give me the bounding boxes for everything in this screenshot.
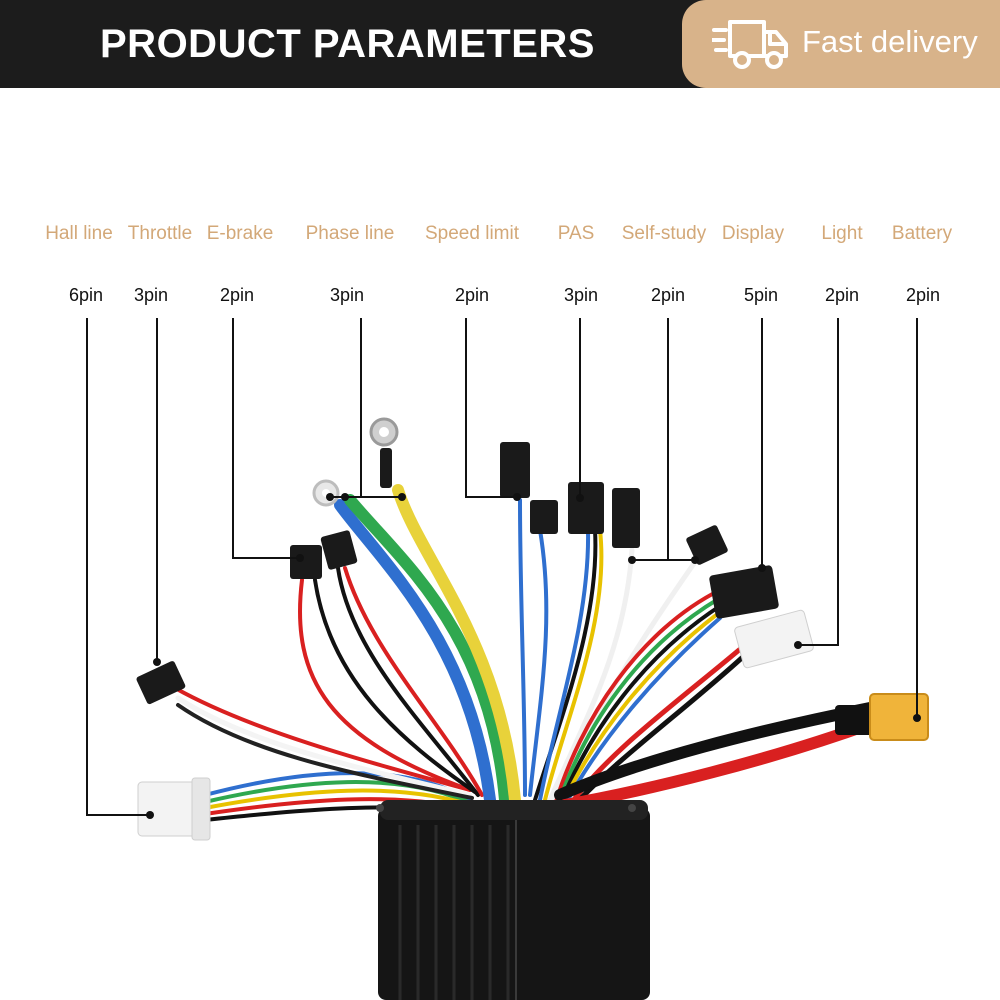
phase-line-terminals [312,417,399,507]
pin-count-e-brake: 2pin [219,285,255,305]
pin-count-battery: 2pin [905,285,941,305]
throttle-connector [136,661,186,705]
pin-count-light: 2pin [824,285,860,305]
leader-dots [146,493,921,819]
label-display: Display [721,223,785,244]
wire-bundle [173,484,876,822]
fast-delivery-text: Fast delivery [802,24,978,59]
self-study-connectors [612,488,728,565]
pin-count-throttle: 3pin [133,285,169,305]
pas-connector [568,482,604,534]
label-throttle: Throttle [127,223,193,244]
fast-delivery-badge: Fast delivery [682,0,1000,88]
pin-count-speed-limit: 2pin [454,285,490,305]
controller-body [376,800,650,1000]
battery-connector [835,693,929,741]
hall-line-connector [137,777,211,841]
label-battery: Battery [891,223,953,244]
label-light: Light [821,223,863,244]
pin-count-hall-line: 6pin [68,285,104,305]
pin-count-pas: 3pin [563,285,599,305]
label-e-brake: E-brake [206,223,274,244]
light-connector [734,609,814,669]
speed-limit-connectors [500,442,558,534]
leader-lines [86,318,918,816]
e-brake-connectors [290,530,358,579]
label-self-study: Self-study [621,223,707,244]
delivery-truck-icon [712,20,788,69]
page-title: PRODUCT PARAMETERS [100,22,595,66]
pin-count-phase-line: 3pin [329,285,365,305]
display-connector [709,565,779,619]
header-bar: PRODUCT PARAMETERS Fast delivery [0,0,1000,88]
label-hall-line: Hall line [45,223,113,244]
pin-count-self-study: 2pin [650,285,686,305]
pin-count-display: 5pin [743,285,779,305]
label-phase-line: Phase line [305,223,395,244]
label-speed-limit: Speed limit [425,223,519,244]
label-pas: PAS [557,223,595,244]
